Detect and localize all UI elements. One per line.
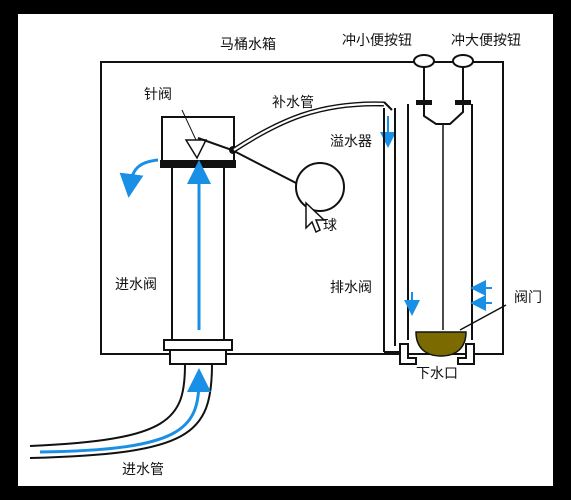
refill-pipe-tip bbox=[383, 101, 393, 111]
big-flush-button[interactable] bbox=[452, 54, 474, 68]
small-flush-plate bbox=[416, 100, 432, 105]
valve-door-pointer bbox=[459, 304, 507, 331]
label-inlet-valve: 进水阀 bbox=[115, 277, 157, 293]
label-drain-outlet: 下水口 bbox=[416, 366, 458, 382]
drain-base-right bbox=[457, 343, 475, 365]
inlet-flange-bottom bbox=[169, 349, 227, 365]
label-inlet-pipe: 进水管 bbox=[122, 462, 164, 478]
label-overflow: 溢水器 bbox=[330, 134, 372, 150]
needle-stem bbox=[181, 109, 197, 141]
small-flush-button[interactable] bbox=[413, 54, 435, 68]
inlet-pipe-flow bbox=[39, 368, 211, 454]
label-needle-valve: 针阀 bbox=[144, 87, 172, 103]
outflow-arrow bbox=[119, 158, 159, 198]
float-ball bbox=[295, 162, 345, 212]
tank-outline bbox=[100, 61, 504, 355]
needle-valve-cone bbox=[184, 139, 208, 160]
inlet-flange-top bbox=[163, 339, 233, 351]
inlet-pipe-outer bbox=[29, 363, 186, 447]
valve-seat bbox=[160, 160, 236, 168]
label-valve-door: 阀门 bbox=[514, 290, 542, 306]
valve-door bbox=[415, 331, 467, 357]
label-drain-valve: 排水阀 bbox=[330, 280, 372, 296]
cursor-arrow-icon bbox=[305, 201, 326, 234]
refill-pipe-inner bbox=[233, 102, 385, 151]
drain-base-left bbox=[399, 343, 417, 365]
label-big-flush-button: 冲大便按钮 bbox=[451, 33, 521, 49]
label-refill-pipe: 补水管 bbox=[272, 95, 314, 111]
flush-linkage bbox=[423, 105, 464, 125]
label-small-flush-button: 冲小便按钮 bbox=[342, 33, 412, 49]
label-tank: 马桶水箱 bbox=[220, 37, 276, 53]
big-flush-plate bbox=[455, 100, 471, 105]
label-float-ball: 球 bbox=[323, 218, 337, 234]
